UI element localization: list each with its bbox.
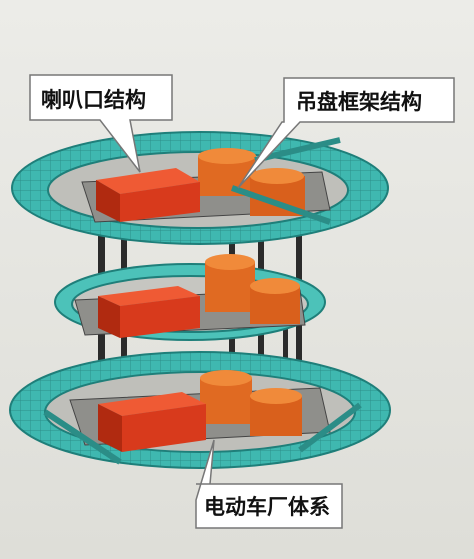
horn-structure-label: 喇叭口结构 [41, 88, 146, 112]
hanging-frame-label: 吊盘框架结构 [296, 90, 422, 114]
callout-hanging-frame [237, 77, 455, 189]
tier-middle [54, 254, 326, 341]
callout-horn-structure [29, 74, 173, 173]
tier-top [11, 131, 389, 245]
tier-bottom [9, 351, 391, 469]
system-label: 电动车厂体系 [204, 495, 330, 519]
callout-system [195, 439, 343, 529]
